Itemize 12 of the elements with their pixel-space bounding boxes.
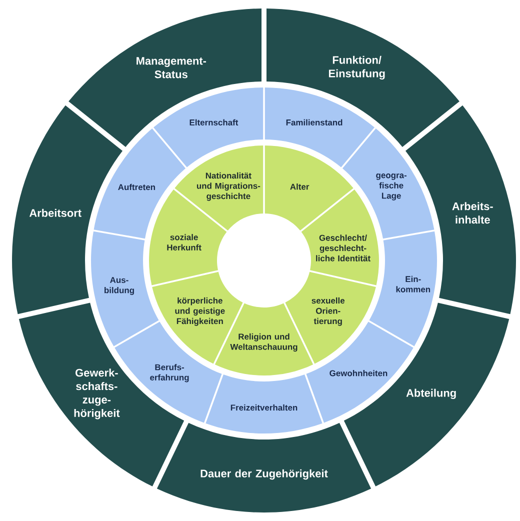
ring-segment: Aus- bildung	[91, 231, 159, 346]
ring-segment: Alter	[264, 146, 354, 230]
node-label: Dauer der Zugehörigkeit	[200, 469, 328, 480]
ring-segment: Ein- kommen	[369, 231, 437, 346]
ring-segment: Elternschaft	[154, 88, 264, 168]
ring-segment: Freizeitverhalten	[206, 374, 322, 434]
ring-segment: Dauer der Zugehörigkeit	[156, 422, 372, 512]
ring-segment: Familienstand	[264, 88, 375, 168]
node-label: Freizeitverhalten	[230, 404, 298, 411]
node-label: Alter	[290, 184, 310, 190]
ring-segment: Geschlecht/ geschlecht- liche Identität	[301, 190, 379, 286]
ring-segment: Nationalität und Migrations- geschichte	[174, 146, 264, 230]
